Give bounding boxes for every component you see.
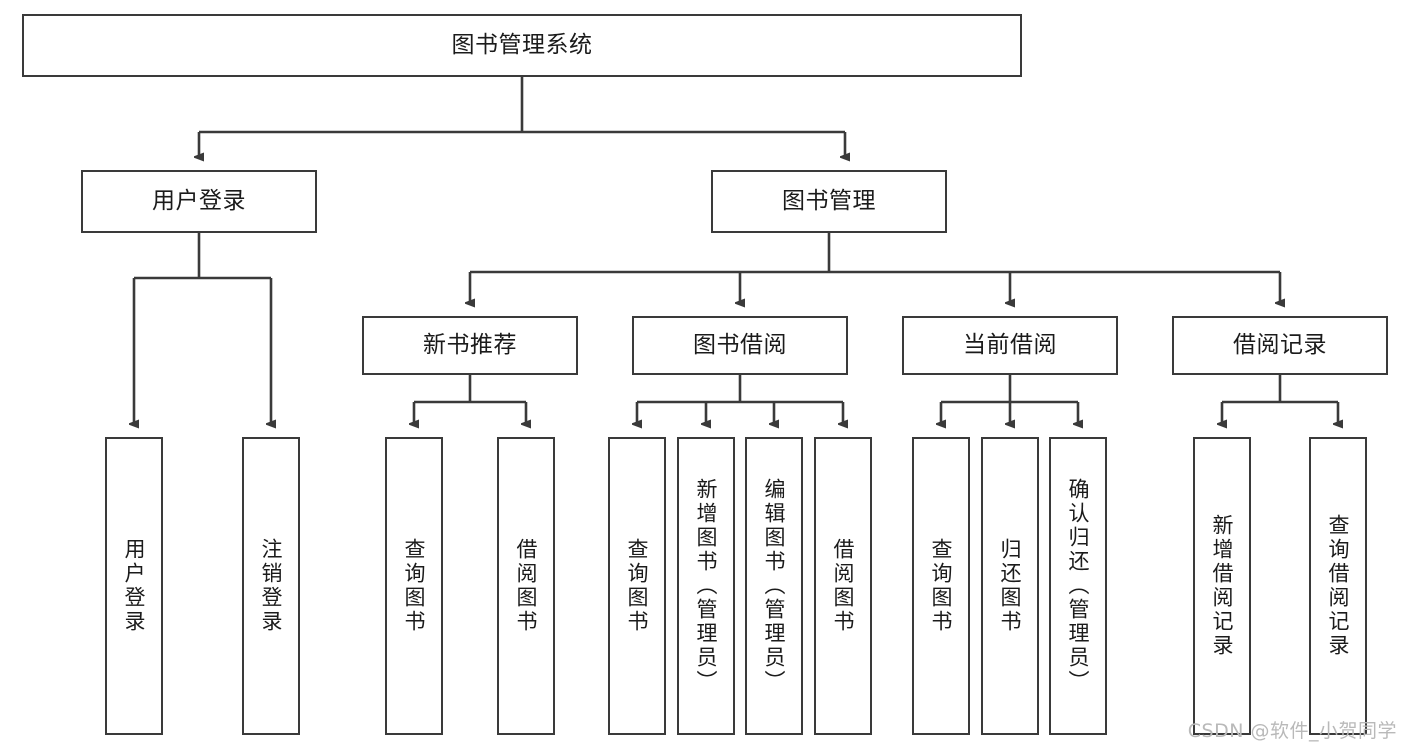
node-leaf-logout-login[interactable]: 注销登录 [242,437,300,735]
node-leaf-edit-book-admin-label: 编辑图书（管理员） [762,478,787,694]
node-current-borrow-label: 当前借阅 [963,332,1057,359]
node-user-login[interactable]: 用户登录 [81,170,317,233]
node-borrow-record-label: 借阅记录 [1233,332,1327,359]
node-leaf-query-borrow-record[interactable]: 查询借阅记录 [1309,437,1367,735]
node-leaf-return-book-label: 归还图书 [998,538,1023,634]
node-book-management-label: 图书管理 [782,188,876,215]
node-new-book-recommend-label: 新书推荐 [423,332,517,359]
node-leaf-query-book-1[interactable]: 查询图书 [385,437,443,735]
node-leaf-user-login-label: 用户登录 [122,538,147,634]
node-leaf-query-book-1-label: 查询图书 [402,538,427,634]
node-leaf-edit-book-admin[interactable]: 编辑图书（管理员） [745,437,803,735]
node-leaf-borrow-book-2-label: 借阅图书 [831,538,856,634]
node-current-borrow[interactable]: 当前借阅 [902,316,1118,375]
node-book-borrow[interactable]: 图书借阅 [632,316,848,375]
node-leaf-logout-login-label: 注销登录 [259,538,284,634]
csdn-watermark: CSDN @软件_小贺同学 [1187,720,1397,742]
node-leaf-add-book-admin-label: 新增图书（管理员） [694,478,719,694]
node-leaf-user-login[interactable]: 用户登录 [105,437,163,735]
node-book-borrow-label: 图书借阅 [693,332,787,359]
node-leaf-query-book-3[interactable]: 查询图书 [912,437,970,735]
node-borrow-record[interactable]: 借阅记录 [1172,316,1388,375]
node-leaf-borrow-book-1[interactable]: 借阅图书 [497,437,555,735]
node-leaf-query-borrow-record-label: 查询借阅记录 [1326,514,1351,658]
node-leaf-query-book-3-label: 查询图书 [929,538,954,634]
node-leaf-add-borrow-record-label: 新增借阅记录 [1210,514,1235,658]
node-leaf-add-borrow-record[interactable]: 新增借阅记录 [1193,437,1251,735]
node-leaf-query-book-2-label: 查询图书 [625,538,650,634]
node-leaf-borrow-book-2[interactable]: 借阅图书 [814,437,872,735]
node-new-book-recommend[interactable]: 新书推荐 [362,316,578,375]
node-leaf-return-book[interactable]: 归还图书 [981,437,1039,735]
node-user-login-label: 用户登录 [152,188,246,215]
node-root-label: 图书管理系统 [451,32,593,59]
node-leaf-borrow-book-1-label: 借阅图书 [514,538,539,634]
node-leaf-confirm-return-admin[interactable]: 确认归还（管理员） [1049,437,1107,735]
node-leaf-confirm-return-admin-label: 确认归还（管理员） [1066,478,1091,694]
node-leaf-add-book-admin[interactable]: 新增图书（管理员） [677,437,735,735]
node-book-management[interactable]: 图书管理 [711,170,947,233]
node-leaf-query-book-2[interactable]: 查询图书 [608,437,666,735]
node-root[interactable]: 图书管理系统 [22,14,1022,77]
